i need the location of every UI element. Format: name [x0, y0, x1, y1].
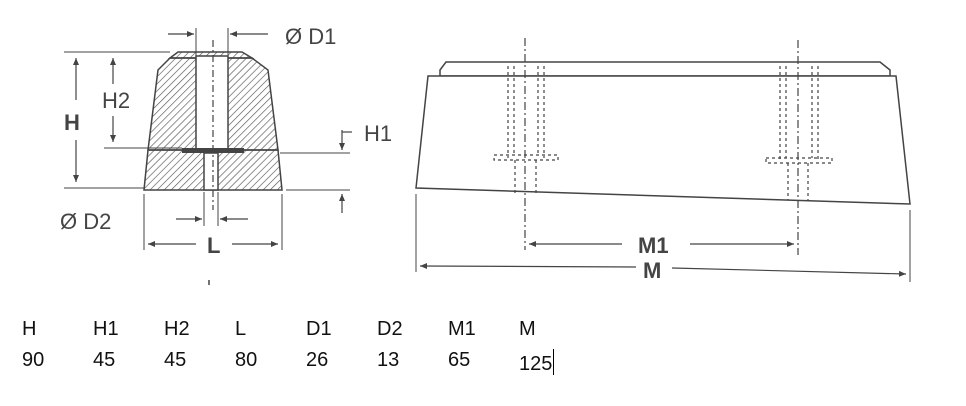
value-m1: 65 — [448, 349, 471, 371]
section-lower-bore — [203, 152, 219, 191]
header-d1: D1 — [306, 318, 332, 340]
label-d1: Ø D1 — [285, 24, 336, 49]
header-h2: H2 — [164, 318, 190, 340]
value-l: 80 — [235, 349, 258, 371]
header-m: M — [519, 318, 536, 340]
header-d2: D2 — [377, 318, 403, 340]
value-h1: 45 — [93, 349, 116, 371]
label-m1: M1 — [638, 233, 669, 258]
value-h: 90 — [22, 349, 45, 371]
value-h2: 45 — [164, 349, 187, 371]
value-d1: 26 — [306, 349, 329, 371]
section-upper-bore — [195, 55, 229, 150]
label-h2: H2 — [102, 88, 130, 113]
header-h: H — [22, 318, 37, 340]
side-body — [415, 75, 911, 205]
text-cursor — [553, 349, 555, 375]
header-h1: H1 — [93, 318, 119, 340]
section-view — [64, 28, 352, 285]
header-m1: M1 — [448, 318, 476, 340]
label-h: H — [64, 110, 80, 135]
label-l: L — [207, 233, 220, 258]
side-view — [415, 38, 911, 282]
table-value-row: 90 45 45 80 26 13 65 125 — [22, 349, 590, 384]
label-h1: H1 — [364, 121, 392, 146]
technical-drawing: Ø D1 H H2 H1 Ø D2 L — [60, 24, 911, 285]
label-m: M — [643, 258, 661, 283]
value-d2: 13 — [377, 349, 400, 371]
left-bolt-hidden — [493, 66, 559, 196]
value-m: 125 — [519, 353, 553, 375]
label-d2: Ø D2 — [60, 209, 111, 234]
table-header-row: H H1 H2 L D1 D2 M1 M — [22, 318, 590, 349]
right-bolt-hidden — [765, 66, 833, 200]
header-l: L — [235, 318, 247, 340]
value-m-cell[interactable]: 125 — [519, 349, 590, 384]
dimensions-table: H H1 H2 L D1 D2 M1 M 90 45 45 80 26 13 6… — [22, 318, 590, 384]
